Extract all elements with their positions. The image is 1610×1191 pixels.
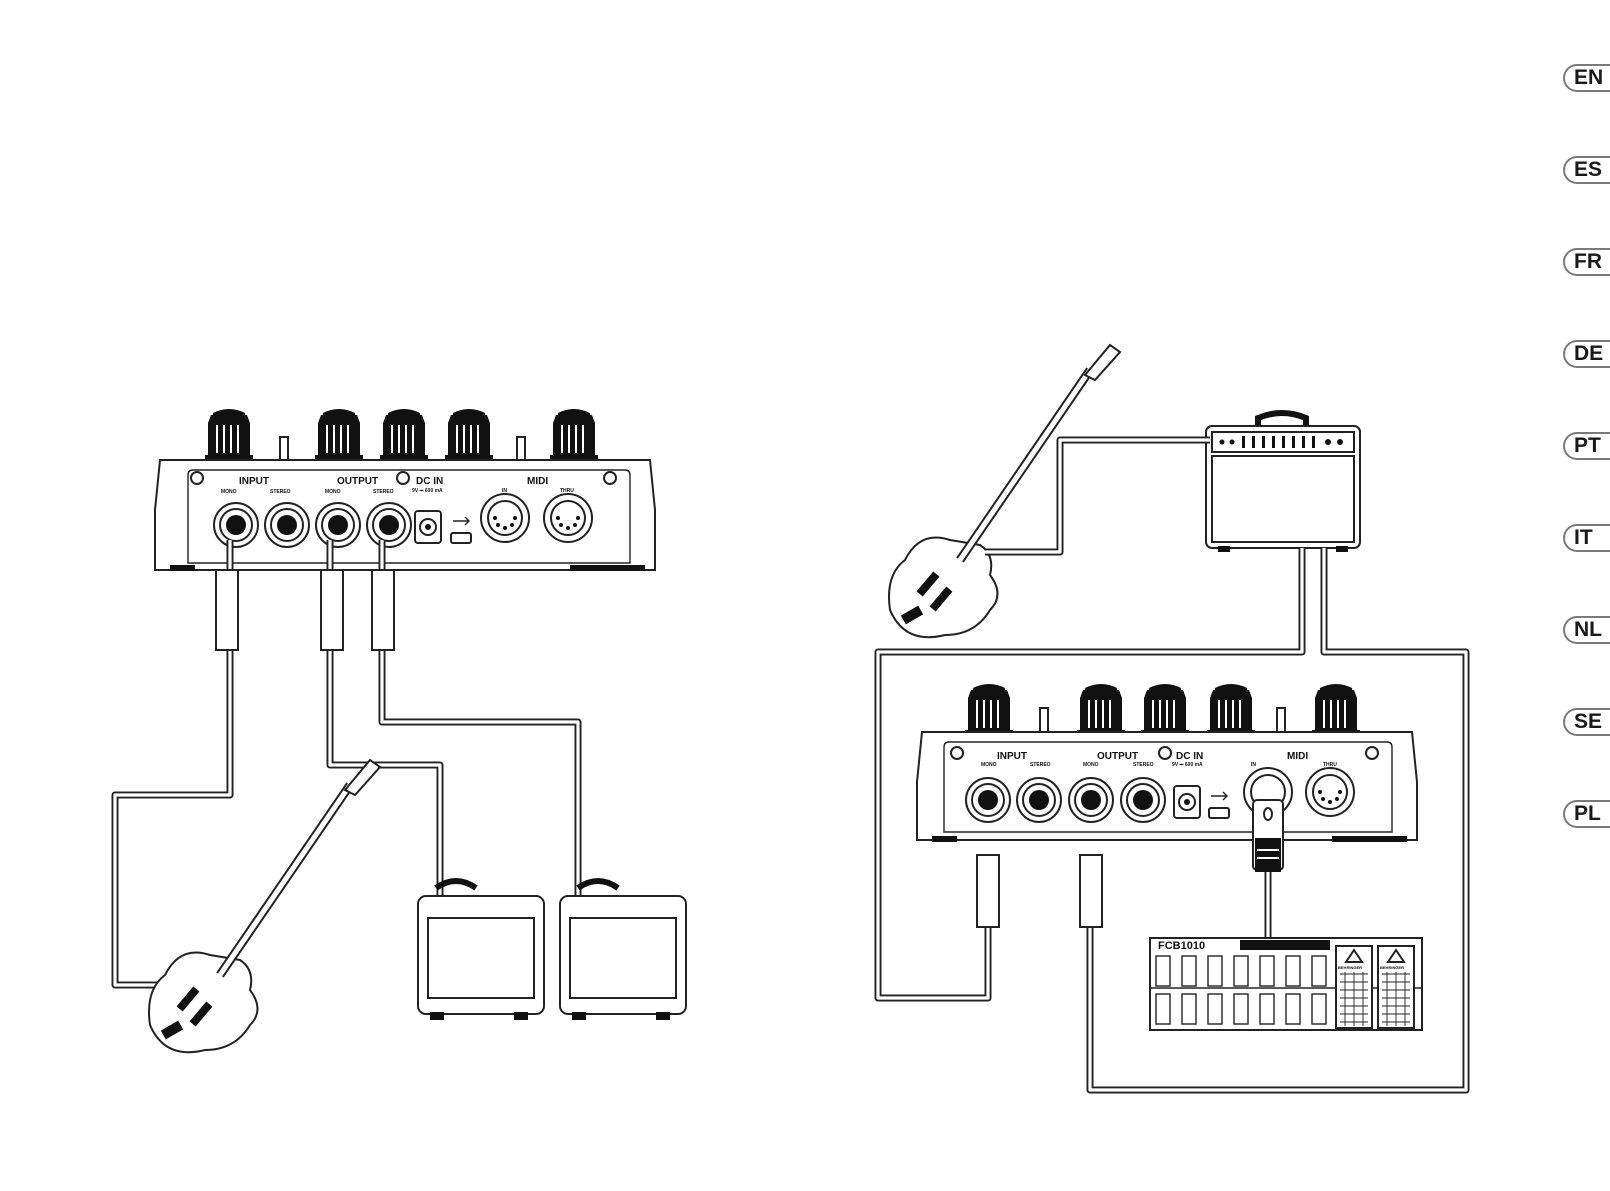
left-input-label: INPUT — [239, 476, 269, 487]
left-input-stereo-label: STEREO — [270, 489, 291, 495]
right-input-label: INPUT — [997, 751, 1027, 762]
fcb1010-brand-label-right: BEHRINGER — [1380, 965, 1404, 970]
right-combo-amp — [1206, 413, 1360, 552]
lang-tab-se[interactable]: SE — [1563, 708, 1610, 736]
lang-tab-de[interactable]: DE — [1563, 340, 1610, 368]
right-input-stereo-label: STEREO — [1030, 762, 1051, 768]
lang-tab-nl[interactable]: NL — [1563, 616, 1610, 644]
right-output-label: OUTPUT — [1097, 751, 1138, 762]
right-input-mono-label: MONO — [981, 762, 997, 768]
fcb1010-brand-label-left: BEHRINGER — [1338, 965, 1362, 970]
right-pedal: INPUT MONO STEREO OUTPUT MONO STEREO DC … — [917, 684, 1417, 872]
lang-tab-pl[interactable]: PL — [1563, 800, 1610, 828]
left-midi-label: MIDI — [527, 476, 548, 487]
left-output-label: OUTPUT — [337, 476, 378, 487]
lang-tab-es[interactable]: ES — [1563, 156, 1610, 184]
left-input-mono-label: MONO — [221, 489, 237, 495]
left-amp-2 — [560, 881, 686, 1020]
left-guitar — [149, 760, 380, 1052]
right-midi-in-label: IN — [1251, 762, 1256, 768]
lang-tab-fr[interactable]: FR — [1563, 248, 1610, 276]
fcb1010-foot-controller: FCB1010 BEHRINGER BEHRINGER — [1150, 938, 1422, 1030]
right-dc-in-label: DC IN — [1176, 751, 1203, 762]
left-dc-in-label: DC IN — [416, 476, 443, 487]
left-output-mono-label: MONO — [325, 489, 341, 495]
fcb1010-model-label: FCB1010 — [1158, 940, 1205, 952]
left-output-stereo-label: STEREO — [373, 489, 394, 495]
left-amp-1 — [418, 881, 544, 1020]
right-output-mono-label: MONO — [1083, 762, 1099, 768]
right-guitar — [889, 345, 1120, 637]
right-dc-spec-label: 9V ⎓ 600 mA — [1172, 762, 1203, 768]
lang-tab-en[interactable]: EN — [1563, 64, 1610, 92]
right-midi-label: MIDI — [1287, 751, 1308, 762]
lang-tab-it[interactable]: IT — [1563, 524, 1610, 552]
lang-tab-pt[interactable]: PT — [1563, 432, 1610, 460]
right-output-stereo-label: STEREO — [1133, 762, 1154, 768]
left-dc-spec-label: 9V ⎓ 600 mA — [412, 488, 443, 494]
